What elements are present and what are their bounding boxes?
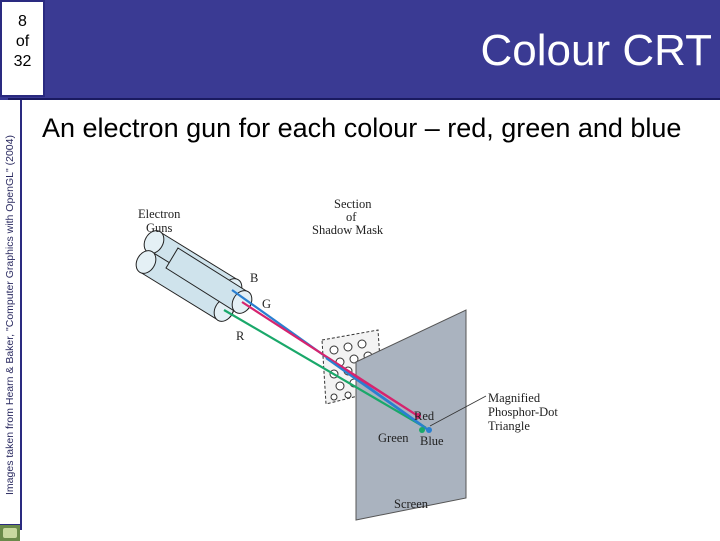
slide-heading: An electron gun for each colour – red, g… [42, 113, 682, 143]
page-counter: 8 of 32 [0, 0, 45, 97]
page-number: 8 [18, 13, 27, 30]
label-magnified-3: Triangle [488, 419, 530, 433]
label-magnified-2: Phosphor-Dot [488, 405, 558, 419]
label-r: R [236, 329, 245, 343]
logo-icon [0, 524, 20, 541]
beam-green [223, 309, 427, 429]
phosphor-dot-blue [426, 427, 432, 433]
screen [355, 309, 467, 521]
label-section-2: of [346, 210, 357, 224]
label-electron-guns-1: Electron [138, 207, 181, 221]
label-magnified-1: Magnified [488, 391, 541, 405]
slide-title: Colour CRT [480, 26, 712, 75]
page-of: of [15, 33, 30, 50]
label-electron-guns-2: Guns [146, 221, 173, 235]
label-g: G [262, 297, 271, 311]
header-bar [0, 0, 720, 98]
electron-beams [223, 289, 432, 433]
header-divider [0, 98, 720, 100]
label-blue: Blue [420, 434, 444, 448]
phosphor-dot-green [419, 427, 425, 433]
colour-crt-diagram: Electron Guns Section of Shadow Mask B G… [135, 197, 558, 521]
electron-guns [135, 230, 253, 322]
label-section-1: Section [334, 197, 372, 211]
page-total: 32 [13, 53, 32, 70]
label-red: Red [414, 409, 435, 423]
label-green: Green [378, 431, 409, 445]
side-credit-text: Images taken from Hearn & Baker, "Comput… [4, 135, 16, 495]
label-section-3: Shadow Mask [312, 223, 384, 237]
label-screen: Screen [394, 497, 429, 511]
label-b: B [250, 271, 258, 285]
gun-middle [135, 250, 235, 322]
phosphor-dot-red [415, 413, 421, 419]
side-credit-strip [0, 100, 22, 530]
